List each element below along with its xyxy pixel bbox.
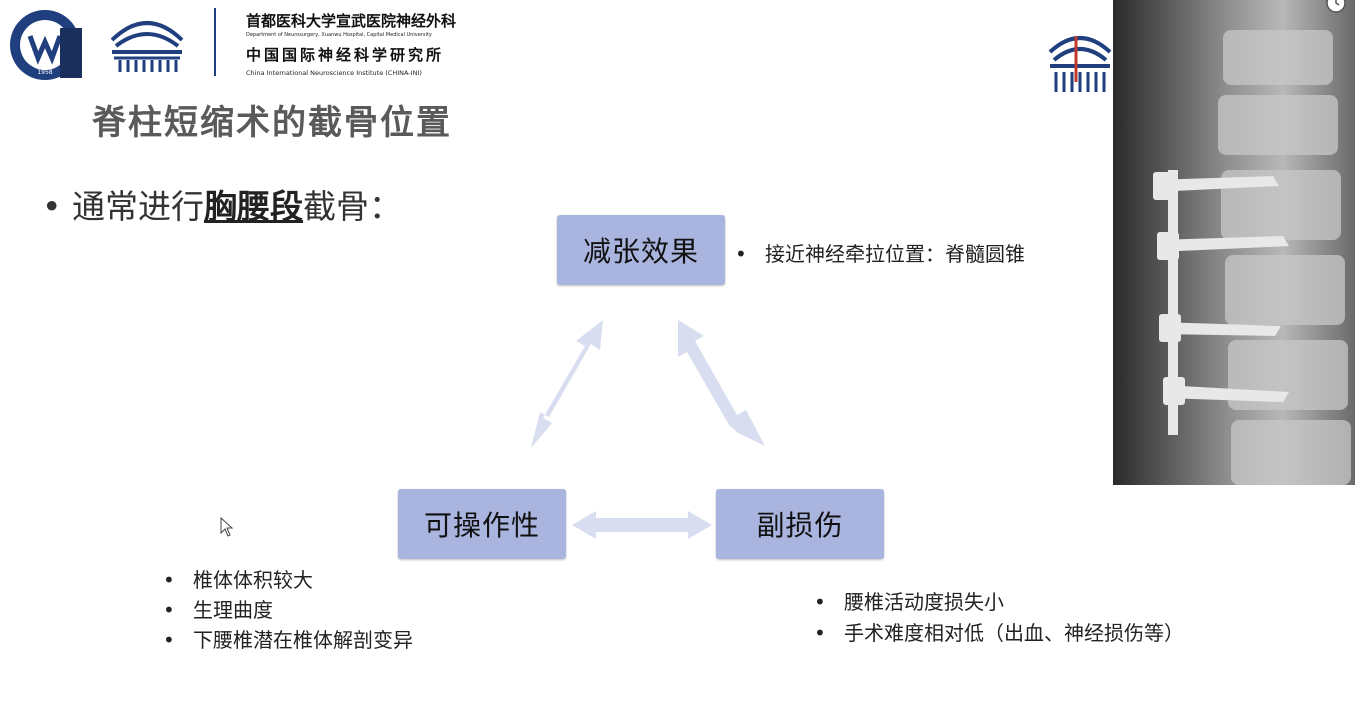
double-arrow-top-left [531,320,603,448]
bullet-suffix: 截骨： [302,187,402,226]
university-seal-icon: 1958 [10,10,82,80]
hospital-name: 首都医科大学宣武医院神经外科 [246,12,457,30]
mouse-cursor-icon [220,517,234,537]
header-divider [214,8,216,76]
right-note-2: •手术难度相对低（出血、神经损伤等） [814,621,1184,645]
left-note-2: •生理曲度 [163,598,273,622]
page-title: 脊柱短缩术的截骨位置 [92,103,452,143]
double-arrow-horizontal [572,511,712,539]
box-operability: 可操作性 [398,489,566,559]
spine-xray-image [1113,0,1355,485]
bullet-emphasis: 胸腰段 [203,187,303,226]
bullet-prefix: • 通常进行 [42,187,204,226]
top-note: •接近神经牵拉位置：脊髓圆锥 [735,242,1025,266]
department-english-name: Department of Neurosurgery, Xuanwu Hospi… [246,32,432,38]
box-side-injury: 副损伤 [716,489,884,559]
box-decompression-effect: 减张效果 [557,215,725,285]
double-arrow-top-right [678,320,765,446]
clock-icon [1326,0,1346,13]
left-note-3: •下腰椎潜在椎体解剖变异 [163,628,413,652]
globe-logo-icon [1048,36,1112,92]
right-note-1: •腰椎活动度损失小 [814,590,1004,614]
globe-logo-icon [110,21,184,72]
institute-english-name: China International Neuroscience Institu… [246,69,422,77]
svg-text:1958: 1958 [37,69,52,76]
main-bullet: • 通常进行胸腰段截骨： [42,180,402,228]
left-note-1: •椎体体积较大 [163,568,313,592]
institute-name: 中国国际神经科学研究所 [246,46,445,64]
